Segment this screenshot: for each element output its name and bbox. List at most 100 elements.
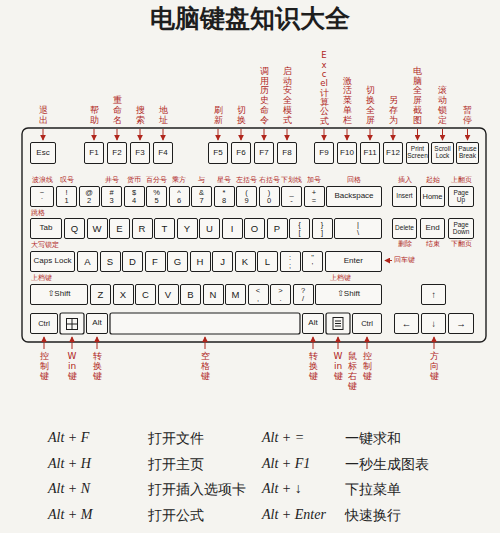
key-label: S — [107, 257, 113, 267]
key-label: F — [152, 257, 158, 267]
keyboard-key: M — [225, 284, 246, 305]
keyboard-key: F12 — [383, 142, 403, 164]
keyboard-key: D — [122, 251, 143, 272]
key-label: Enter — [344, 257, 363, 265]
key-label: F11 — [363, 149, 376, 157]
key-label: Scroll Lock — [433, 146, 452, 160]
keyboard-key: K — [235, 251, 256, 272]
key-label: ? — [301, 287, 305, 295]
keyboard-key: "' — [302, 251, 323, 272]
leader-arrow — [163, 129, 164, 140]
key-label: X — [120, 290, 126, 300]
key-label: F7 — [259, 149, 268, 157]
keyboard-key: Esc — [30, 142, 56, 164]
shortcut-key: Alt + F1 — [262, 456, 310, 473]
key-label: V — [165, 290, 171, 300]
keyboard-key: >. — [270, 284, 291, 305]
shortcut-key: Alt + N — [48, 481, 90, 498]
key-label: K — [242, 257, 248, 267]
key-label: { — [298, 221, 301, 229]
key-annotation: 删除 — [398, 241, 412, 249]
key-annotation: 跳格 — [31, 210, 45, 218]
key-label: 8 — [222, 197, 226, 205]
keyboard-key: }] — [312, 218, 333, 239]
keyboard-key: F3 — [130, 142, 150, 164]
key-label: M — [232, 290, 240, 300]
key-label: F9 — [319, 149, 328, 157]
key-label: | — [357, 221, 359, 229]
key-label: Esc — [36, 149, 49, 157]
keyboard-key: |\ — [334, 218, 382, 239]
leader-arrow — [97, 337, 98, 349]
key-label: $ — [132, 189, 136, 197]
keyboard-key: ⇧Shift — [315, 284, 382, 305]
shortcut-key: Alt + F — [48, 430, 89, 447]
keyboard-key: F5 — [208, 142, 228, 164]
leader-arrow — [43, 129, 44, 140]
key-label: W — [93, 224, 102, 234]
key-label: Delete — [395, 225, 414, 232]
keyboard-key: H — [190, 251, 211, 272]
keyboard-key: N — [203, 284, 224, 305]
function-annotation: 退出 — [39, 106, 48, 126]
key-label: F2 — [112, 149, 121, 157]
key-label: 9 — [244, 197, 248, 205]
keyboard-key: Q — [64, 218, 85, 239]
title: 电脑键盘知识大全 — [0, 4, 500, 34]
key-label: + — [312, 189, 316, 197]
keyboard-key: {[ — [289, 218, 310, 239]
key-annotation: 插入 — [398, 177, 412, 185]
keyboard-key: C — [135, 284, 156, 305]
key-label: Page Up — [450, 190, 472, 204]
key-label: Caps Lock — [34, 257, 72, 265]
key-label: G — [174, 257, 181, 267]
keyboard-key: Alt — [302, 313, 324, 334]
keyboard-key: A — [77, 251, 98, 272]
function-annotation: 重命名 — [113, 96, 122, 126]
key-annotation: 控制键 — [363, 352, 372, 382]
keyboard-key: @2 — [79, 186, 100, 207]
leader-arrow — [205, 337, 206, 349]
keyboard-key: S — [100, 251, 121, 272]
leader-arrow — [117, 129, 118, 140]
keyboard-key: T — [154, 218, 175, 239]
key-label: R — [139, 224, 146, 234]
menu-icon — [333, 318, 343, 330]
key-label: Home — [422, 193, 442, 201]
leader-arrow — [338, 337, 339, 349]
keyboard-key: End — [420, 218, 445, 239]
key-label: ⇧Shift — [337, 290, 360, 298]
keyboard-key: B — [180, 284, 201, 305]
keyboard-key: U — [199, 218, 220, 239]
key-annotation: 起始 — [426, 177, 440, 185]
keyboard-key: F4 — [153, 142, 173, 164]
key-label: @ — [85, 189, 93, 197]
keyboard-key: F — [145, 251, 166, 272]
keyboard-key: <, — [248, 284, 269, 305]
function-annotation: 刷新 — [214, 106, 223, 126]
key-annotation: 方向键 — [430, 352, 439, 382]
shortcut-action: 打开插入选项卡 — [148, 481, 246, 498]
key-label: ` — [41, 197, 44, 205]
keyboard-key: Ctrl — [352, 313, 382, 334]
key-annotation: 百分号 — [146, 177, 167, 185]
key-label: = — [312, 197, 316, 205]
leader-arrow — [385, 260, 392, 261]
leader-arrow — [367, 337, 368, 349]
key-label: ~ — [40, 189, 44, 197]
keyboard-key: Page Down — [448, 218, 474, 239]
keyboard-key: Caps Lock — [30, 251, 75, 272]
keyboard-key: ~` — [30, 186, 54, 207]
key-label: O — [251, 224, 258, 234]
keyboard-key: !1 — [56, 186, 77, 207]
key-label: Ctrl — [38, 320, 50, 328]
key-annotation: 星号 — [217, 177, 231, 185]
keyboard-key: ↑ — [421, 284, 446, 305]
keyboard-key: #3 — [101, 186, 122, 207]
key-label: } — [321, 221, 324, 229]
key-label: Backspace — [334, 192, 373, 200]
key-label: % — [153, 189, 160, 197]
key-label: T — [162, 224, 168, 234]
key-label: Insert — [396, 193, 412, 200]
key-label: Z — [98, 290, 104, 300]
